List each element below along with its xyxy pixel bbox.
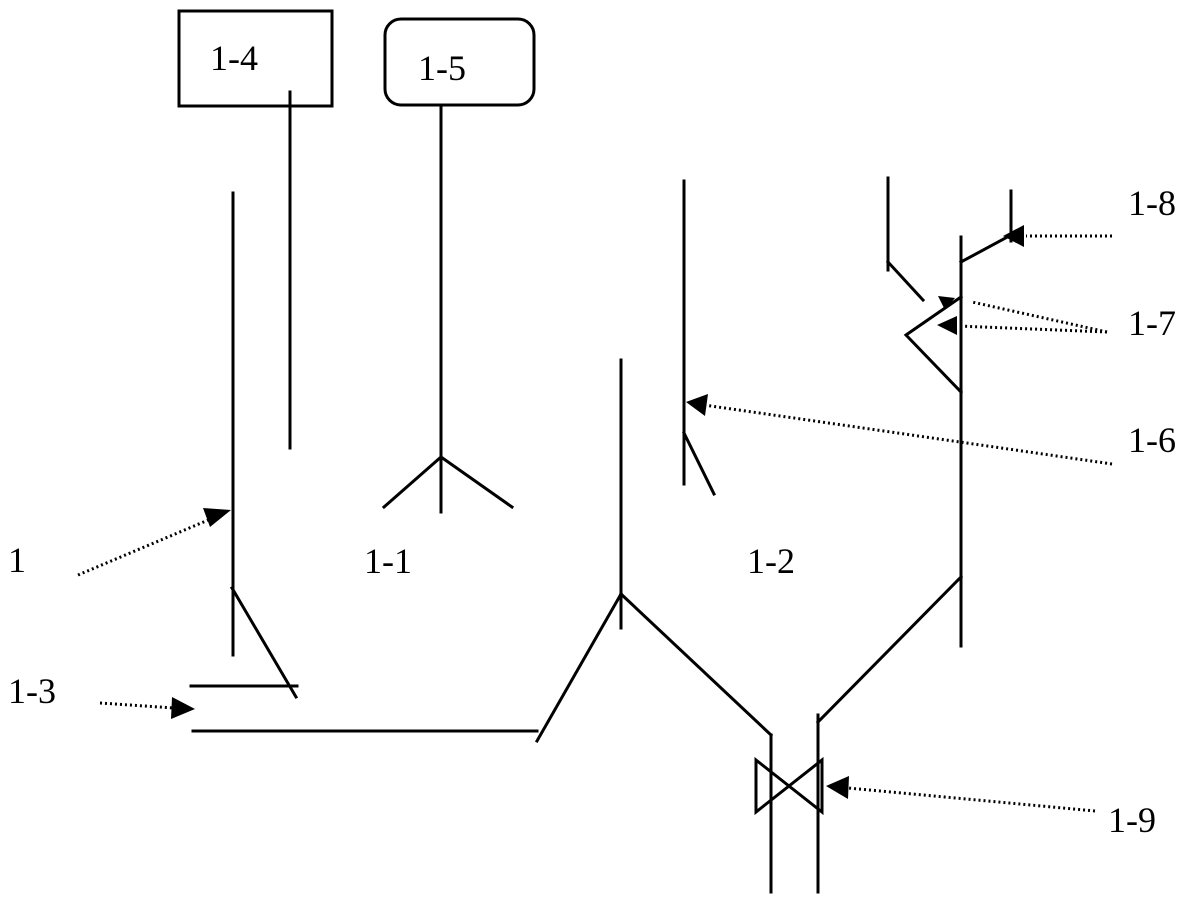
arrowhead-1-3	[171, 697, 195, 719]
leader-1-7-lower	[957, 324, 1108, 334]
arrowhead-1-8	[1003, 225, 1024, 247]
label-1-3: 1-3	[8, 671, 56, 711]
arrowhead-1-7-upper	[938, 296, 955, 310]
part-1-7-tip	[885, 259, 926, 303]
stirrer-blade-left	[381, 454, 444, 510]
hopper-left-slope	[618, 591, 774, 738]
arrowhead-1-9	[826, 776, 849, 799]
part-1-8-arm	[958, 232, 1014, 265]
label-1-5: 1-5	[418, 48, 466, 88]
label-1-8: 1-8	[1128, 183, 1176, 223]
bottom-left-slope	[534, 591, 624, 744]
part-1-7-wedge	[903, 294, 964, 395]
hopper-right-slope	[815, 574, 964, 725]
label-1-2: 1-2	[747, 541, 795, 581]
label-1: 1	[8, 540, 26, 580]
leader-1-7-upper	[971, 300, 1108, 334]
leader-1	[77, 516, 214, 577]
label-1-4: 1-4	[210, 38, 258, 78]
arrowhead-1	[203, 508, 231, 527]
label-1-1: 1-1	[364, 541, 412, 581]
valve-1-9-symbol	[754, 756, 824, 816]
label-1-7: 1-7	[1128, 303, 1176, 343]
leader-1-9	[847, 786, 1096, 813]
box-1-5	[383, 17, 536, 107]
box-1-4	[177, 9, 334, 108]
leader-1-6	[703, 403, 1113, 466]
arrowhead-1-6	[686, 394, 708, 416]
label-1-9: 1-9	[1108, 800, 1156, 840]
leader-1-3	[99, 701, 175, 710]
vessel-left-deflector	[229, 585, 299, 700]
arrowhead-1-7-lower	[937, 316, 957, 335]
baffle-1-6-lip	[681, 430, 717, 497]
stirrer-blade-right	[438, 454, 515, 510]
label-1-6: 1-6	[1128, 420, 1176, 460]
